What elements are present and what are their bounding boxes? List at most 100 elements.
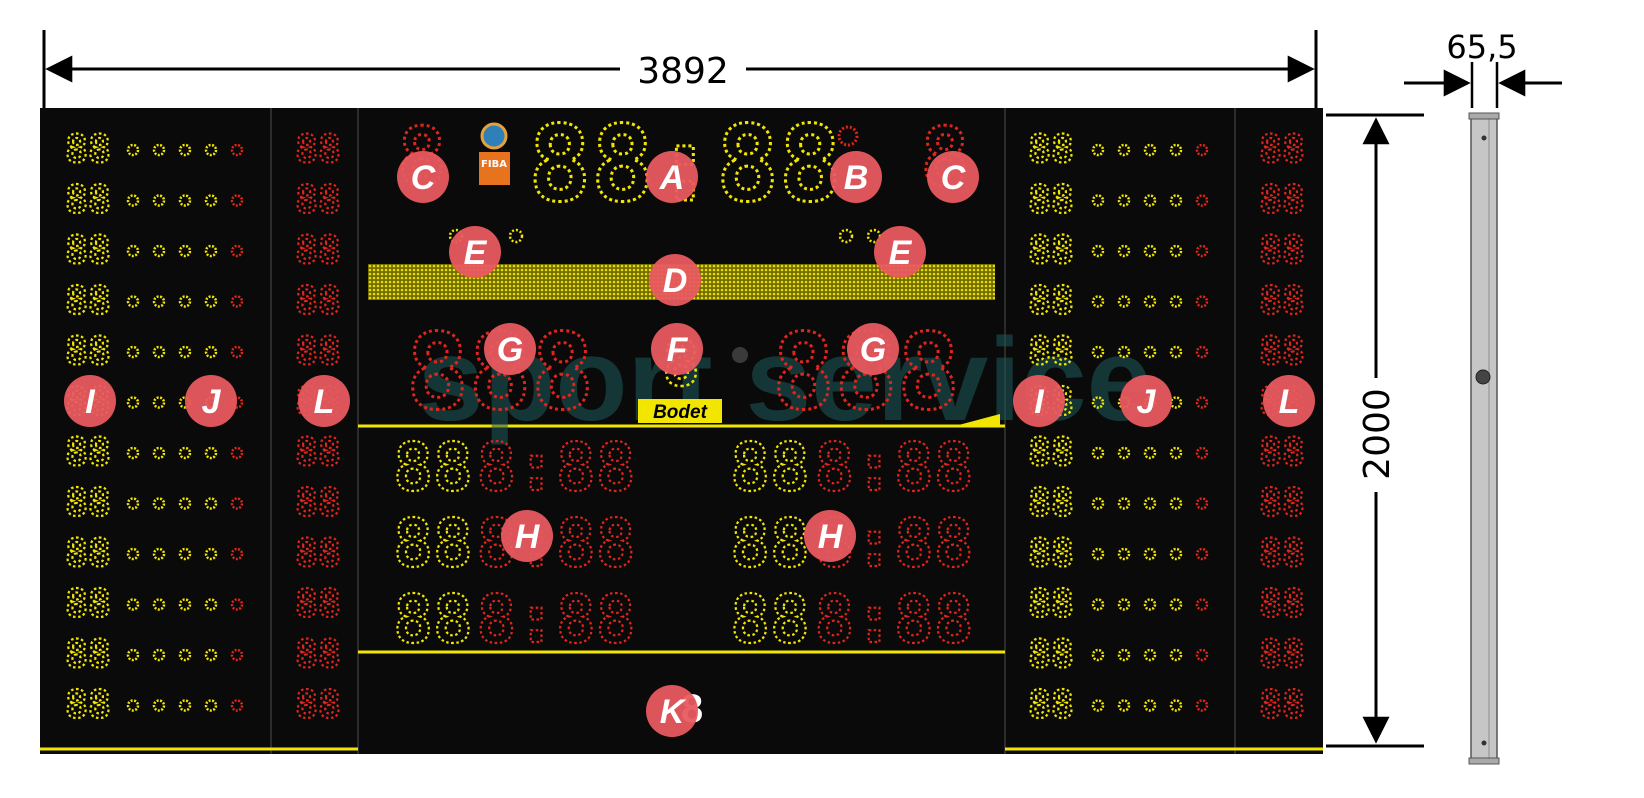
player-foul-dot — [1117, 497, 1131, 510]
player-foul-dot — [1143, 143, 1157, 157]
player-points: 88 — [1259, 683, 1305, 727]
player-foul-dot — [1117, 143, 1131, 157]
player-points: 88 — [295, 127, 341, 171]
possession-indicator — [732, 347, 748, 363]
player-number: 88 — [65, 329, 111, 373]
penalty-time-left: 8:88 — [477, 429, 636, 506]
callout-l: L — [298, 375, 350, 427]
penalty-player-left: 88 — [393, 581, 472, 658]
callout-circle — [298, 375, 350, 427]
player-foul-dot — [178, 194, 192, 207]
callout-circle — [830, 151, 882, 203]
player-number: 88 — [65, 178, 111, 222]
player-foul-dot — [1169, 446, 1183, 460]
player-foul-dot — [126, 497, 140, 510]
callout-e: E — [449, 226, 501, 278]
player-foul-dot — [178, 547, 192, 561]
callout-h: H — [501, 510, 553, 562]
player-foul-dot — [1091, 446, 1105, 460]
player-foul-dot — [152, 648, 166, 662]
player-points: 88 — [295, 430, 341, 474]
player-number: 88 — [1028, 430, 1074, 474]
player-foul-dot — [1117, 446, 1131, 460]
height-dimension: 2000 — [1326, 113, 1424, 748]
player-foul-dot — [126, 446, 140, 460]
player-points: 88 — [1259, 329, 1305, 373]
callout-h: H — [804, 510, 856, 562]
player-points: 88 — [1259, 228, 1305, 272]
player-number: 88 — [1028, 279, 1074, 323]
callout-j: J — [1120, 375, 1172, 427]
player-foul-dot — [1169, 648, 1183, 662]
player-foul-dot — [230, 699, 244, 712]
penalty-player-right: 88 — [730, 581, 809, 658]
player-number: 88 — [1028, 178, 1074, 222]
player-points: 88 — [1259, 582, 1305, 626]
player-foul-dot — [178, 598, 192, 611]
player-foul-dot — [204, 497, 218, 510]
penalty-player-left: 88 — [393, 429, 472, 506]
player-points: 88 — [1259, 279, 1305, 323]
player-foul-dot — [1195, 699, 1209, 712]
callout-e: E — [874, 226, 926, 278]
player-foul-dot — [1169, 345, 1183, 359]
fiba-badge — [479, 152, 510, 185]
callout-letter: F — [667, 331, 689, 369]
side-profile-mount-hole — [1475, 369, 1491, 385]
side-profile-screw-bottom — [1481, 740, 1487, 746]
callout-letter: J — [202, 383, 222, 421]
callout-letter: L — [314, 383, 335, 421]
player-foul-dot — [1143, 295, 1157, 308]
player-foul-dot — [230, 446, 244, 460]
callout-letter: E — [889, 234, 913, 272]
horn-indicator — [837, 125, 859, 147]
player-number: 88 — [1028, 683, 1074, 727]
player-foul-dot — [126, 396, 140, 409]
player-foul-dot — [1169, 699, 1183, 712]
player-foul-dot — [230, 194, 244, 207]
side-profile-cap-bottom — [1468, 757, 1500, 765]
player-foul-dot — [230, 598, 244, 611]
player-foul-dot — [204, 143, 218, 157]
panel-background — [40, 108, 1323, 754]
player-foul-dot — [126, 648, 140, 662]
depth-value: 65,5 — [1446, 28, 1517, 66]
callout-circle — [1120, 375, 1172, 427]
player-foul-dot — [204, 194, 218, 207]
depth-dimension: 65,5 — [1404, 28, 1562, 108]
player-foul-dot — [152, 194, 166, 207]
player-foul-dot — [152, 143, 166, 157]
player-foul-dot — [178, 244, 192, 258]
player-foul-dot — [230, 648, 244, 662]
player-number: 88 — [65, 481, 111, 525]
player-foul-dot — [1091, 295, 1105, 308]
player-foul-dot — [1091, 244, 1105, 258]
callout-b: B — [830, 151, 882, 203]
callout-circle — [1013, 375, 1065, 427]
fiba-globe-icon — [480, 122, 508, 150]
player-foul-dot — [178, 648, 192, 662]
player-foul-dot — [1195, 295, 1209, 308]
side-profile-body — [1470, 117, 1498, 761]
player-foul-dot — [1091, 648, 1105, 662]
player-foul-dot — [1143, 547, 1157, 561]
scoreboard-panel — [40, 108, 1323, 754]
player-points: 88 — [295, 279, 341, 323]
callout-letter: L — [1279, 383, 1300, 421]
bodet-badge — [638, 399, 722, 423]
player-foul-dot — [152, 547, 166, 561]
bonus-left-dot-2 — [508, 228, 524, 244]
side-profile-cap-top — [1468, 112, 1500, 120]
player-number: 88 — [65, 430, 111, 474]
player-points: 88 — [295, 683, 341, 727]
callout-g: G — [847, 323, 899, 375]
player-points: 88 — [295, 228, 341, 272]
callout-c: C — [927, 151, 979, 203]
player-foul-dot — [204, 345, 218, 359]
callout-letter: C — [411, 159, 436, 197]
player-foul-dot — [178, 497, 192, 510]
player-number: 88 — [65, 582, 111, 626]
